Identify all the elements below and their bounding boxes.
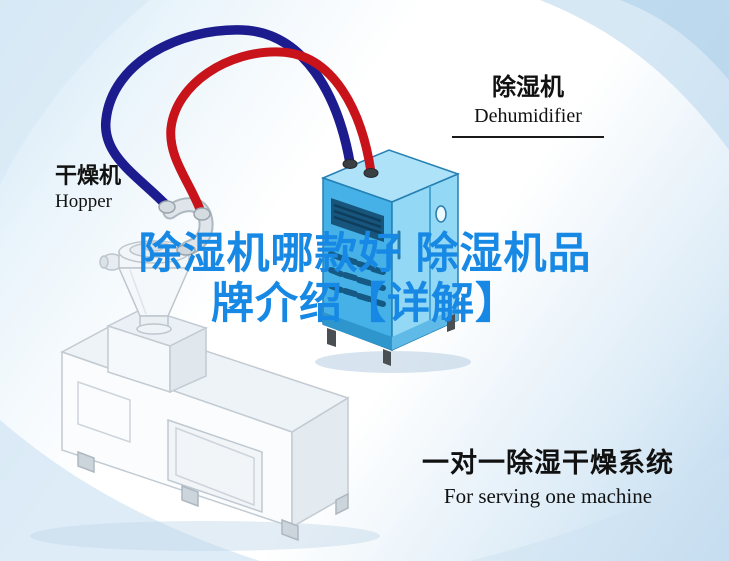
dehumidifier-casters: [327, 314, 455, 366]
dehumidifier-left-kick: [323, 312, 392, 350]
hopper-label-en: Hopper: [55, 191, 112, 213]
page-title: 除湿机哪款好 除湿机品 牌介绍【详解】: [100, 230, 630, 330]
page-title-line2: 牌介绍【详解】: [211, 279, 519, 328]
hopper-elbow-lid-joint: [176, 244, 196, 256]
system-label: 一对一除湿干燥系统 For serving one machine: [398, 448, 698, 509]
red-hose: [166, 47, 376, 217]
system-label-cn: 一对一除湿干燥系统: [422, 448, 674, 478]
dehumidifier-right-kick: [392, 307, 458, 350]
dehumidifier-grille: [328, 251, 386, 307]
machine-side-panel: [77, 380, 131, 444]
machine-shadow: [30, 521, 380, 551]
navy-hose: [101, 25, 355, 211]
hopper-neck-flange: [136, 323, 172, 335]
dehumidifier-display-oval: [435, 205, 447, 223]
hopper-label-cn: 干燥机: [55, 163, 122, 188]
page-title-line1: 除湿机哪款好 除湿机品: [138, 230, 592, 278]
hopper-flange-navy: [158, 200, 176, 214]
extruder-machine: [30, 307, 380, 551]
dehumidifier-label-cn: 除湿机: [492, 74, 564, 101]
hopper-base-right: [169, 326, 207, 394]
hoses: [101, 25, 376, 217]
machine-feet: [77, 450, 349, 542]
hopper-label: 干燥机 Hopper: [55, 163, 175, 213]
dehumidifier-label-en: Dehumidifier: [474, 104, 582, 127]
hopper-flange-red: [193, 207, 211, 221]
vent-panel-slits: [333, 203, 382, 235]
dehumidifier-unit: [315, 149, 471, 373]
hopper-side-motor-cap: [99, 255, 109, 269]
dehumidifier-label: 除湿机 Dehumidifier: [452, 74, 604, 138]
hopper-cone-shade: [129, 269, 147, 315]
hopper-lid-cap: [144, 242, 164, 252]
dehumidifier-port-navy: [342, 159, 358, 169]
hose-connectors: [158, 159, 379, 221]
system-label-en: For serving one machine: [443, 484, 653, 509]
hopper-unit: [99, 197, 214, 335]
machine-door-inner: [175, 426, 255, 507]
dehumidifier-shadow: [315, 351, 471, 373]
dehumidifier-port-red: [363, 168, 379, 178]
machine-door: [167, 418, 263, 514]
hopper-elbow: [164, 199, 212, 254]
